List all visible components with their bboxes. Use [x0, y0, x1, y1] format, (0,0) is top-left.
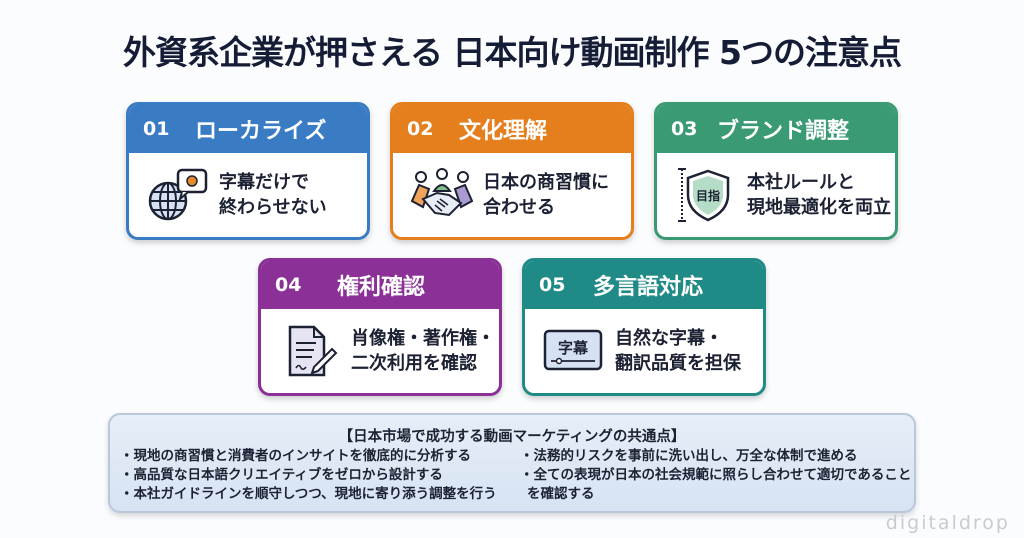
- card-number: 04: [275, 274, 302, 296]
- card-localize: 01 ローカライズ 字幕だけで 終わらせない: [126, 102, 370, 240]
- card-description: 字幕だけで 終わらせない: [219, 172, 327, 218]
- card-number: 01: [143, 118, 170, 140]
- subtitle-icon: 字幕: [539, 323, 609, 379]
- summary-item: ・高品質な日本語クリエイティブをゼロから設計する: [120, 467, 443, 483]
- card-number: 03: [671, 118, 698, 140]
- summary-title: 【日本市場で成功する動画マーケティングの共通点】: [338, 429, 686, 445]
- card-header: 01 ローカライズ: [129, 105, 367, 153]
- card-description: 肖像権・著作権・ 二次利用を確認: [351, 328, 495, 374]
- summary-left-column: ・現地の商習慣と消費者のインサイトを徹底的に分析する ・高品質な日本語クリエイテ…: [120, 447, 510, 504]
- summary-item: ・現地の商習慣と消費者のインサイトを徹底的に分析する: [120, 448, 471, 464]
- summary-item: ・全ての表現が日本の社会規範に照らし合わせて適切であることを確認する: [520, 467, 912, 502]
- document-pen-icon: [275, 323, 345, 379]
- card-title: 文化理解: [459, 119, 548, 144]
- card-description: 本社ルールと 現地最適化を両立: [747, 172, 891, 218]
- summary-right-column: ・法務的リスクを事前に洗い出し、万全な体制で進める ・全ての表現が日本の社会規範…: [520, 447, 915, 504]
- page-title: 外資系企業が押さえる 日本向け動画制作 5つの注意点: [123, 33, 902, 72]
- card-header: 03 ブランド調整: [657, 105, 895, 153]
- card-number: 02: [407, 118, 434, 140]
- card-description: 自然な字幕・ 翻訳品質を担保: [615, 328, 741, 374]
- summary-item: ・本社ガイドラインを順守しつつ、現地に寄り添う調整を行う: [120, 486, 497, 502]
- summary-box: 【日本市場で成功する動画マーケティングの共通点】 ・現地の商習慣と消費者のインサ…: [108, 413, 916, 513]
- card-header: 04 権利確認: [261, 261, 499, 309]
- card-title: ローカライズ: [195, 119, 327, 144]
- summary-item: ・法務的リスクを事前に洗い出し、万全な体制で進める: [520, 448, 858, 464]
- card-header: 02 文化理解: [393, 105, 631, 153]
- card-number: 05: [539, 274, 566, 296]
- card-multilingual: 05 多言語対応 字幕 自然な字幕・ 翻訳品質を担保: [522, 258, 766, 396]
- card-rights: 04 権利確認 肖像権・著作権・ 二次利用を確認: [258, 258, 502, 396]
- shield-icon: 目指: [671, 167, 741, 223]
- svg-text:目指: 目指: [696, 188, 720, 203]
- svg-text:字幕: 字幕: [558, 339, 589, 357]
- card-brand: 03 ブランド調整 目指 本社ルールと 現地最適化を両立: [654, 102, 898, 240]
- card-title: 多言語対応: [593, 275, 704, 300]
- handshake-people-icon: [407, 167, 477, 223]
- card-header: 05 多言語対応: [525, 261, 763, 309]
- card-title: 権利確認: [337, 275, 426, 300]
- card-title: ブランド調整: [717, 119, 850, 144]
- watermark-logo: digitaldrop: [885, 512, 1010, 534]
- card-description: 日本の商習慣に 合わせる: [483, 172, 609, 218]
- globe-speech-icon: [143, 167, 213, 223]
- card-culture: 02 文化理解 日本の商習慣に 合わせる: [390, 102, 634, 240]
